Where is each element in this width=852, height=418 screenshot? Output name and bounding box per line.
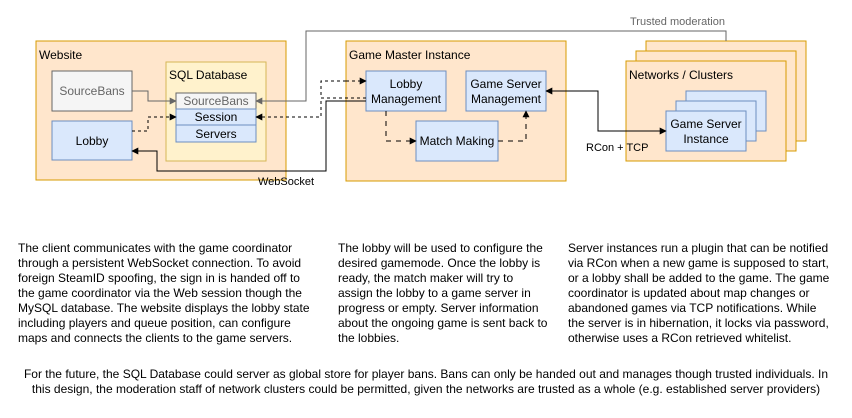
edge-trusted-moderation [255, 30, 727, 105]
networks-title: Networks / Clusters [629, 68, 733, 82]
server-description: Server instances run a plugin that can b… [568, 241, 830, 345]
db-row-sourcebans: SourceBans [183, 94, 248, 108]
future-description: For the future, the SQL Database could s… [23, 367, 829, 396]
lobby-management-node: Lobby Management [365, 70, 447, 112]
lobby-description: The lobby will be used to configure the … [338, 241, 548, 345]
server-management-line1: Game Server [470, 77, 541, 91]
client-description: The client communicates with the game co… [18, 241, 310, 345]
lobby-management-line1: Lobby [390, 77, 423, 91]
lobby-label: Lobby [76, 134, 109, 148]
match-making-label: Match Making [420, 134, 495, 148]
db-row-session: Session [195, 110, 238, 124]
instance-line2: Instance [683, 132, 729, 146]
sql-database-container: SQL Database SourceBans Session Servers [165, 61, 267, 162]
edge-lobby-management-branch [320, 80, 346, 98]
sourcebans-node: SourceBans [51, 70, 133, 112]
server-management-node: Game Server Management [465, 70, 547, 112]
sql-database-title: SQL Database [169, 68, 248, 82]
sourcebans-label: SourceBans [59, 84, 124, 98]
match-making-node: Match Making [415, 120, 499, 162]
edge-sourcebans-db [132, 90, 177, 105]
db-row-servers: Servers [195, 127, 236, 141]
edge-rcon-tcp [545, 87, 667, 135]
edge-lobby-management-session [255, 97, 366, 121]
website-title: Website [39, 48, 82, 62]
edge-lobby-to-matchmaking [385, 111, 417, 145]
lobby-management-line2: Management [371, 92, 442, 106]
lobby-node: Lobby [51, 120, 133, 161]
server-management-line2: Management [471, 92, 542, 106]
instance-line1: Game Server [670, 117, 741, 131]
edge-label-trusted: Trusted moderation [630, 16, 725, 28]
game-master-title: Game Master Instance [349, 48, 471, 62]
edge-websocket [131, 100, 366, 172]
edge-lobby-session [132, 113, 177, 132]
edge-label-rcon: RCon + TCP [586, 142, 648, 154]
edge-label-websocket: WebSocket [258, 176, 314, 188]
game-server-instance-node: Game Server Instance [665, 90, 767, 152]
